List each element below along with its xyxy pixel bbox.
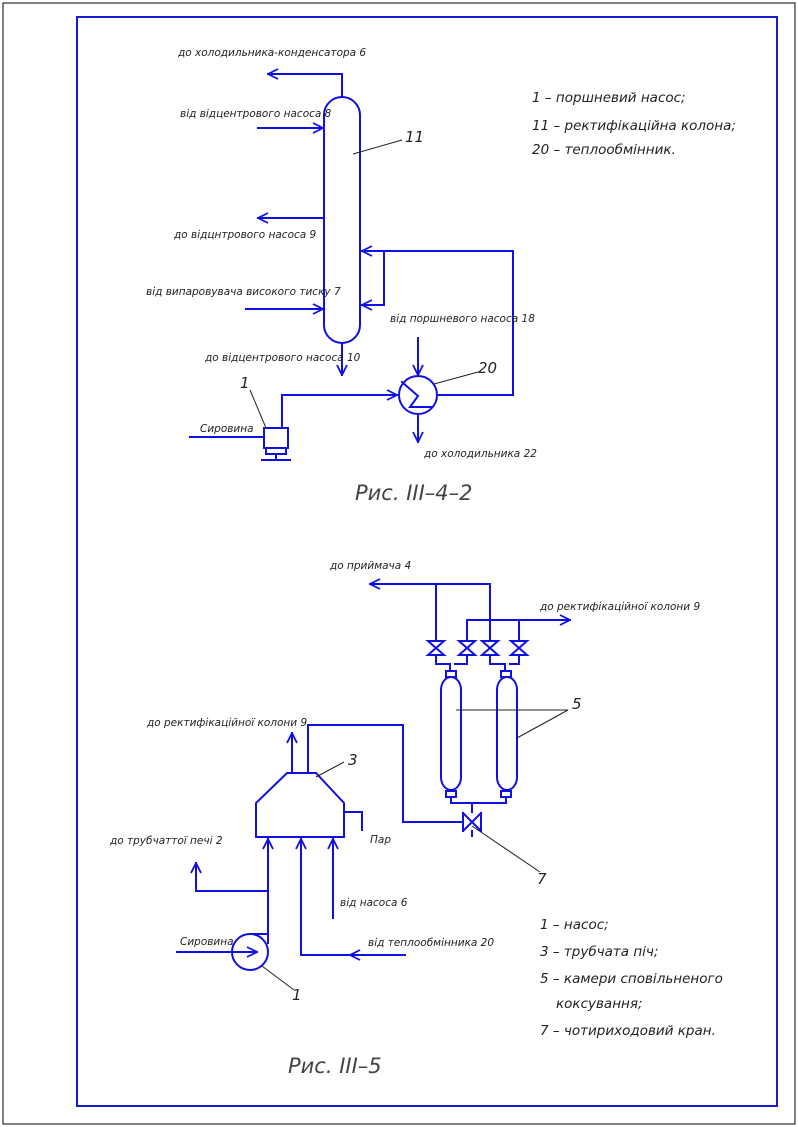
label-to-cooler22: до холодильника 22 [423,448,537,460]
tube-furnace-3 [255,772,345,838]
label-feed-2: Сировина [180,936,234,948]
legend-line-3: 20 – теплообмінник. [532,142,676,158]
legend-line-2: 11 – ректифікаційна колона; [532,118,736,134]
valve-1 [425,640,447,656]
label-from-pump6: від насоса 6 [340,897,408,909]
number-pump-1: 1 [240,374,250,392]
legend2-line-4: коксування; [556,996,643,1012]
number-column-11: 11 [405,128,424,146]
valve-3 [479,640,501,656]
legend2-line-1: 1 – насос; [540,917,609,933]
four-way-valve-7 [461,811,483,833]
label-to-column9-left: до ректифікаційної колони 9 [146,717,307,729]
pipe-furnace-to-valve [307,724,463,823]
pipe-steam [343,811,363,831]
number-chambers-5: 5 [572,695,582,713]
valve-4 [508,640,530,656]
number-valve-7: 7 [537,870,547,888]
label-to-tube-furnace2: до трубчаттої печі 2 [109,835,223,847]
pipe-reflux-loop [383,250,514,396]
pipe-to-tube-furnace2 [196,862,269,892]
figure-2: до приймача 4 до ректифікаційної колони … [109,560,723,1078]
valve-2 [456,640,478,656]
number-hx-20: 20 [478,359,497,377]
label-to-pump9: до відцнтрового насоса 9 [173,229,317,241]
label-to-receiver4: до приймача 4 [329,560,411,572]
legend2-line-2: 3 – трубчата піч; [540,944,658,960]
label-from-hx20: від теплообмінника 20 [368,937,494,949]
label-steam: Пар [370,834,391,846]
figure-2-caption: Рис. ІІІ–5 [288,1054,382,1078]
legend2-line-3: 5 – камери сповільненого [540,971,723,987]
drawing-frame [76,16,778,1107]
coking-chamber-1 [440,676,462,791]
piston-pump-1 [263,427,289,449]
figure-1: до холодильника-конденсатора 6 від відце… [146,47,736,505]
legend2-line-5: 7 – чотириходовий кран. [540,1023,716,1039]
number-furnace-3: 3 [348,751,358,769]
label-from-pump8: від відцентрового насоса 8 [180,108,332,120]
label-to-condenser: до холодильника-конденсатора 6 [177,47,366,59]
label-to-pump10: до відцентрового насоса 10 [204,352,361,364]
pipe-to-condenser [267,74,343,98]
label-from-piston18: від поршневого насоса 18 [390,313,535,325]
number-pump-1b: 1 [292,986,302,1004]
pipe-pump-to-hx [281,395,398,429]
rectification-column [323,96,361,344]
label-feed: Сировина [200,423,254,435]
coking-chamber-2 [496,676,518,791]
label-to-column9-top: до ректифікаційної колони 9 [539,601,700,613]
figure-1-caption: Рис. ІІІ–4–2 [355,481,473,505]
label-from-evaporator7: від випаровувача високого тиску 7 [146,286,341,298]
legend-line-1: 1 – поршневий насос; [532,90,686,106]
heat-exchanger-coil [400,380,433,408]
